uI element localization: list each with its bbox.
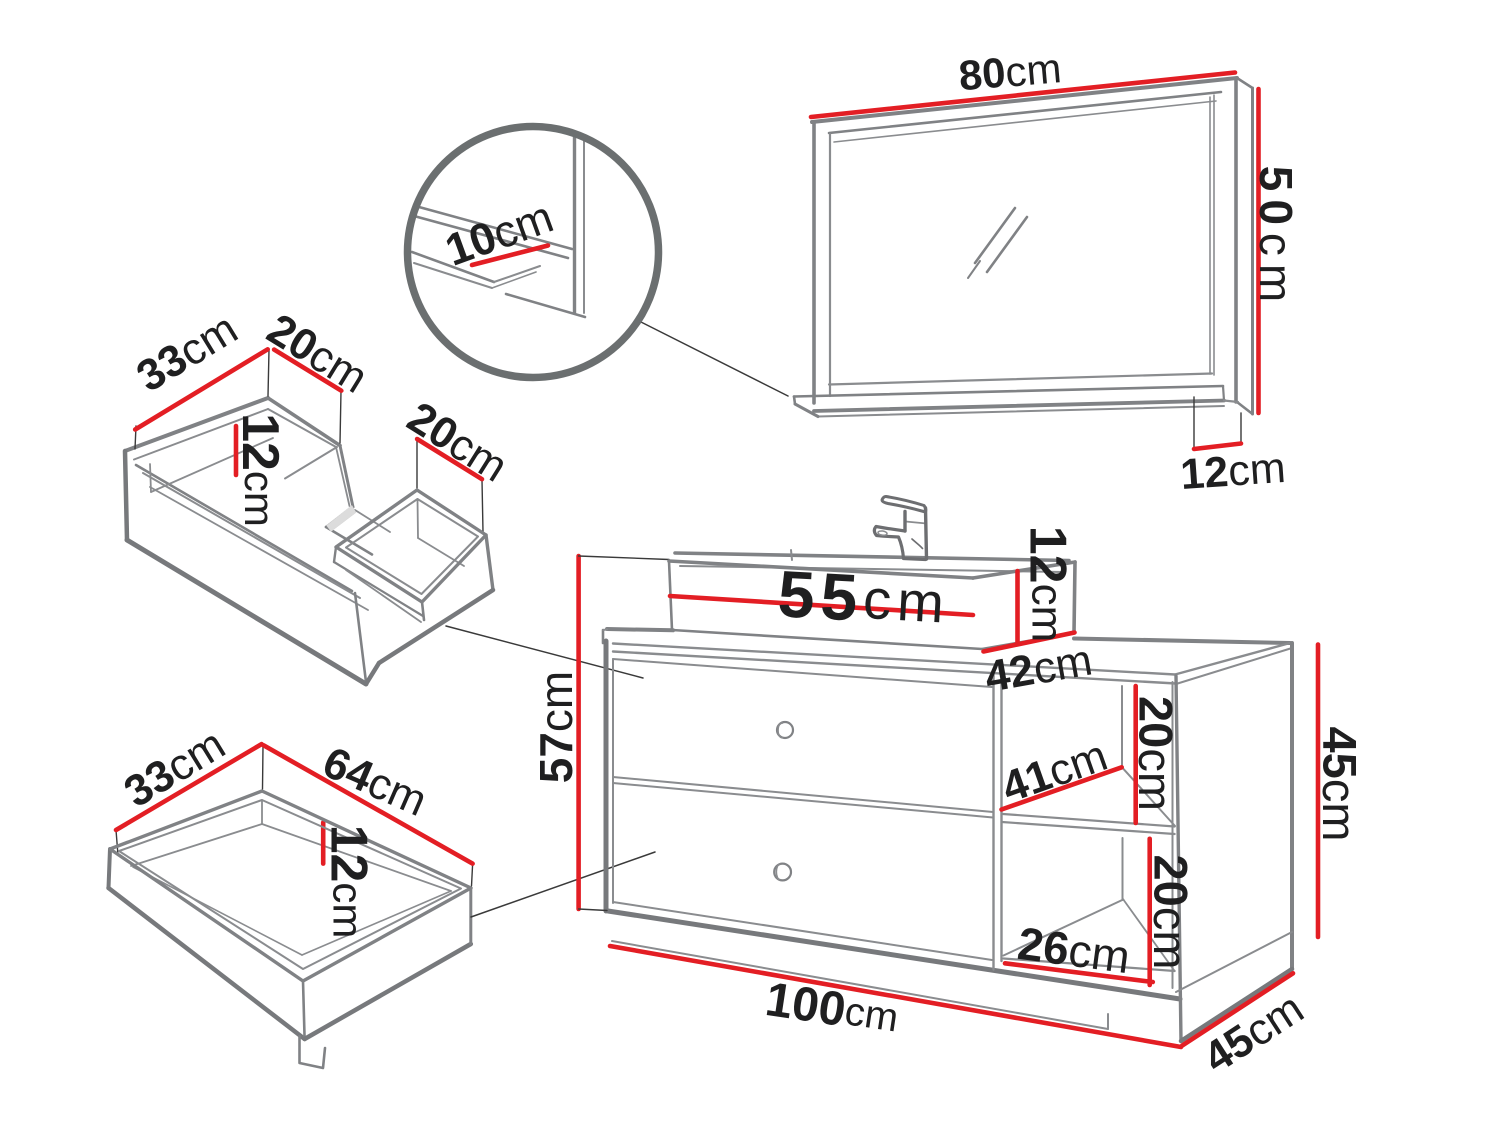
svg-text:45cm: 45cm <box>1314 727 1367 842</box>
svg-text:20cm: 20cm <box>1130 696 1183 811</box>
svg-text:26cm: 26cm <box>1015 917 1133 983</box>
svg-text:55cm: 55cm <box>776 556 952 639</box>
svg-text:57cm: 57cm <box>530 671 582 784</box>
svg-text:20cm: 20cm <box>1145 855 1198 970</box>
svg-text:12cm: 12cm <box>1179 444 1287 499</box>
svg-text:12cm: 12cm <box>320 825 378 939</box>
svg-text:12cm: 12cm <box>231 413 289 527</box>
svg-text:50cm: 50cm <box>1250 166 1302 311</box>
svg-text:80cm: 80cm <box>957 44 1063 100</box>
svg-text:12cm: 12cm <box>1019 526 1077 643</box>
